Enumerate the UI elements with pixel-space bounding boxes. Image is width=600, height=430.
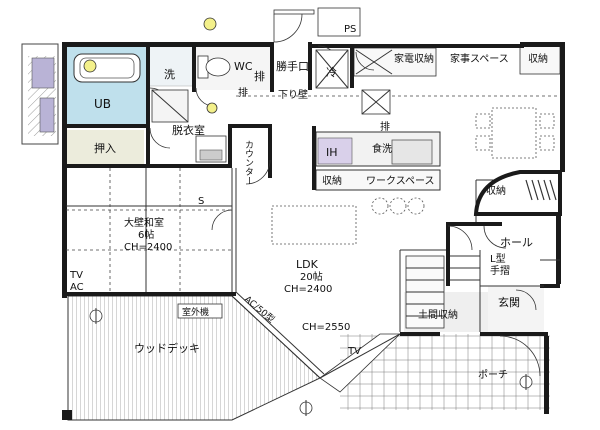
genkan-fill bbox=[488, 286, 544, 336]
label-washitsu-name: 大壁和室 bbox=[124, 216, 164, 229]
label-ps: PS bbox=[344, 24, 356, 35]
label-katteguchi: 勝手口 bbox=[276, 59, 309, 73]
range-hood bbox=[361, 89, 391, 115]
ps-box bbox=[317, 7, 361, 37]
label-kitchen-vertical: カウンター bbox=[243, 140, 254, 185]
walls bbox=[62, 42, 565, 420]
label-ldk-ch: CH=2400 bbox=[284, 284, 332, 295]
ih-fill bbox=[317, 137, 353, 165]
label-wc: WC bbox=[234, 60, 253, 73]
outdoor-unit bbox=[177, 303, 223, 319]
dining-set[interactable] bbox=[475, 107, 555, 159]
label-ih: IH bbox=[326, 146, 338, 159]
label-ldk-size: 20帖 bbox=[300, 270, 323, 283]
washroom-tile-fill bbox=[147, 45, 195, 87]
label-datsuishitsu: 脱衣室 bbox=[172, 123, 205, 137]
label-doma-shuno: 土間収納 bbox=[418, 308, 458, 321]
closet-hangers bbox=[525, 179, 557, 201]
label-washitsu-size: 6帖 bbox=[138, 228, 154, 241]
label-porch: ポーチ bbox=[478, 369, 508, 381]
label-shuno-top: 収納 bbox=[528, 52, 548, 65]
fridge-space bbox=[315, 49, 349, 89]
label-kaden-shuno: 家電収納 bbox=[394, 52, 434, 65]
label-wood-deck: ウッドデッキ bbox=[134, 341, 200, 355]
kaden-shuno-cross bbox=[355, 49, 393, 75]
label-haisui-1: 排 bbox=[254, 69, 265, 83]
label-genkan: 玄関 bbox=[498, 295, 520, 309]
label-haisui-3: 排 bbox=[380, 120, 390, 133]
label-hall: ホール bbox=[500, 236, 533, 249]
wash-basin bbox=[151, 89, 189, 123]
label-ldk-name: LDK bbox=[296, 258, 319, 271]
label-shitsugaiki: 室外機 bbox=[182, 306, 209, 318]
kitchen-sink-fill bbox=[391, 139, 433, 165]
label-ub: UB bbox=[94, 97, 111, 111]
label-shokusen: 食洗 bbox=[372, 142, 392, 155]
oshiire-fill bbox=[66, 130, 144, 164]
label-oshiire: 押入 bbox=[94, 141, 116, 155]
washer bbox=[195, 135, 227, 163]
label-sagari-kabe: 下り壁 bbox=[278, 88, 308, 101]
label-l-tesuri: L型 bbox=[490, 252, 506, 265]
label-ac-left: AC bbox=[70, 282, 84, 293]
label-rei: 冷 bbox=[326, 66, 337, 79]
entry-markers bbox=[89, 308, 533, 416]
label-s-mark: S bbox=[198, 196, 204, 207]
partitions bbox=[66, 95, 560, 379]
bathtub bbox=[73, 53, 141, 83]
left-exterior-fixture bbox=[31, 57, 55, 89]
label-haisui-2: 排 bbox=[238, 86, 248, 99]
left-exterior-fixture-2 bbox=[39, 97, 55, 133]
label-washitsu-ch: CH=2400 bbox=[124, 242, 172, 253]
label-tesuri: 手摺 bbox=[490, 264, 510, 277]
label-ch-2550: CH=2550 bbox=[302, 322, 350, 333]
label-shuno-kitchen: 収納 bbox=[322, 174, 342, 187]
label-tv-left: TV bbox=[69, 270, 83, 281]
label-kaji-space: 家事スペース bbox=[450, 52, 509, 65]
shuno-top-fill bbox=[519, 45, 561, 75]
toilet bbox=[197, 55, 231, 79]
label-tv-bottom: TV bbox=[347, 346, 361, 357]
label-shuno-hall: 収納 bbox=[486, 184, 506, 197]
label-work-space: ワークスペース bbox=[366, 175, 435, 187]
door-swings[interactable] bbox=[149, 9, 541, 377]
stairs[interactable] bbox=[405, 255, 480, 329]
label-sen: 洗 bbox=[164, 68, 175, 81]
island-table[interactable] bbox=[271, 197, 425, 245]
